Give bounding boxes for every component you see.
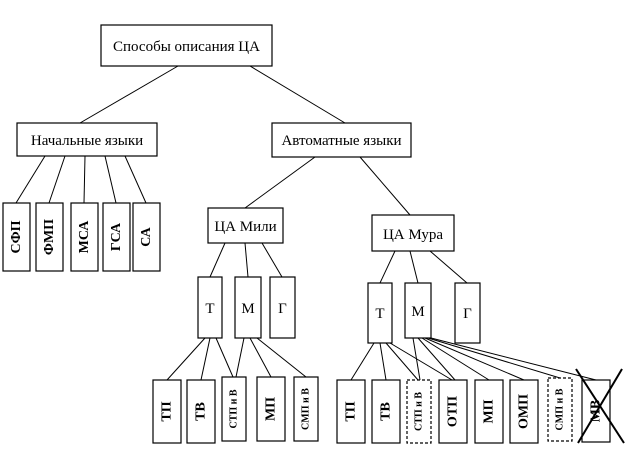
edge-mealy-t	[209, 242, 226, 278]
edge-moore-m-mv	[430, 337, 597, 381]
edge-moore-m-otp	[417, 337, 456, 381]
edge-moore-t-stp	[385, 342, 419, 381]
moore-leaf-omp-label: ОМП	[517, 394, 532, 429]
edge-root-automata	[249, 65, 346, 124]
moore-children: Т М Г	[367, 282, 481, 344]
mealy-leaf-mp: МП	[256, 376, 286, 442]
mealy-leaves: ТП ТВ СТП и В МП СМП и В	[152, 376, 319, 444]
initial-language-leaves: СФП ФМП МСА ГСА СА	[2, 202, 161, 272]
moore-leaf-stp-label: СТП и В	[414, 392, 425, 431]
moore-leaf-stp: СТП и В	[406, 379, 432, 444]
moore-leaves: ТП ТВ СТП и В ОТП МП ОМП СМП и В МВ	[336, 368, 625, 444]
mealy-leaf-stp: СТП и В	[221, 376, 247, 442]
leaf-sa-label: СА	[139, 226, 154, 246]
edge-mealy-t-tv	[200, 337, 211, 381]
edge-initial-msa	[83, 155, 86, 204]
mealy-g-label: Г	[278, 301, 287, 317]
automata-languages-node: Автоматные языки	[271, 122, 412, 158]
leaf-sfp-label: СФП	[9, 220, 24, 253]
mealy-leaf-smp-label: СМП и В	[301, 388, 312, 430]
mealy-children: Т М Г	[197, 276, 296, 339]
mealy-leaf-mp-label: МП	[264, 397, 279, 421]
moore-leaf-mp-label: МП	[482, 399, 497, 423]
leaf-fmp: ФМП	[35, 202, 64, 272]
leaf-gsa: ГСА	[102, 202, 131, 272]
moore-label: ЦА Мура	[383, 227, 443, 243]
moore-m-node: М	[404, 282, 432, 339]
edge-moore-g	[429, 250, 468, 284]
leaf-sfp: СФП	[2, 202, 31, 272]
mealy-leaf-smp: СМП и В	[293, 376, 319, 442]
moore-leaf-omp: ОМП	[509, 379, 539, 444]
moore-leaf-mp: МП	[474, 379, 504, 444]
mealy-label: ЦА Мили	[214, 219, 276, 235]
mealy-t-label: Т	[205, 301, 214, 317]
mealy-m-label: М	[241, 301, 254, 317]
moore-g-node: Г	[454, 282, 481, 344]
moore-node: ЦА Мура	[371, 214, 455, 252]
edge-initial-gsa	[104, 155, 117, 204]
mealy-node: ЦА Мили	[207, 207, 284, 244]
leaf-msa: МСА	[70, 202, 99, 272]
edge-moore-t-tp	[350, 342, 375, 381]
edge-moore-m-mp	[421, 337, 490, 381]
edge-moore-t	[379, 250, 396, 284]
edge-initial-sfp	[15, 155, 46, 204]
moore-leaf-tp: ТП	[336, 379, 366, 444]
leaf-msa-label: МСА	[77, 220, 92, 254]
root-label: Способы описания ЦА	[113, 39, 260, 55]
edge-mealy-t-tp	[166, 337, 206, 381]
edge-moore-m-omp	[424, 337, 525, 381]
moore-t-node: Т	[367, 282, 393, 344]
mealy-leaf-tp-label: ТП	[160, 401, 175, 421]
leaf-sa: СА	[132, 202, 161, 272]
edge-mealy-m-stp	[235, 337, 245, 378]
mealy-leaf-tv-label: ТВ	[194, 402, 209, 421]
leaf-fmp-label: ФМП	[42, 219, 57, 255]
mealy-leaf-stp-label: СТП и В	[229, 389, 240, 428]
edge-mealy-m	[244, 242, 249, 278]
moore-g-label: Г	[463, 306, 472, 322]
moore-leaf-otp-label: ОТП	[446, 396, 461, 427]
edge-mealy-t-stp	[215, 337, 234, 378]
moore-leaf-smp-label: СМП и В	[555, 388, 566, 430]
edge-initial-fmp	[48, 155, 66, 204]
edge-automata-moore	[359, 156, 411, 216]
edge-moore-t-tv	[379, 342, 387, 381]
edge-initial-sa	[124, 155, 147, 204]
edge-automata-mealy	[244, 156, 316, 209]
moore-leaf-otp: ОТП	[438, 379, 468, 444]
initial-languages-label: Начальные языки	[31, 133, 143, 149]
edge-moore-t-otp	[389, 342, 453, 381]
moore-leaf-mv: МВ	[575, 368, 625, 444]
mealy-g-node: Г	[269, 276, 296, 339]
mealy-m-node: М	[234, 276, 262, 339]
edge-moore-m-stp	[412, 337, 421, 381]
moore-leaf-smp: СМП и В	[547, 377, 573, 442]
mealy-leaf-tp: ТП	[152, 379, 182, 444]
moore-leaf-tp-label: ТП	[344, 401, 359, 421]
moore-leaf-tv: ТВ	[371, 379, 401, 444]
edge-moore-m-smp	[427, 337, 561, 379]
moore-t-label: Т	[375, 306, 384, 322]
automata-languages-label: Автоматные языки	[281, 133, 401, 149]
connectors	[15, 65, 597, 381]
mealy-t-node: Т	[197, 276, 223, 339]
moore-m-label: М	[411, 304, 424, 320]
edge-mealy-m-smp	[256, 337, 307, 378]
edge-mealy-g	[261, 242, 283, 278]
edge-moore-m	[409, 250, 419, 284]
edge-mealy-m-mp	[249, 337, 272, 378]
leaf-gsa-label: ГСА	[109, 222, 124, 251]
initial-languages-node: Начальные языки	[16, 122, 158, 157]
root-node: Способы описания ЦА	[100, 24, 273, 67]
mealy-leaf-tv: ТВ	[186, 379, 216, 444]
edge-root-initial	[79, 65, 179, 124]
moore-leaf-tv-label: ТВ	[379, 402, 394, 421]
cross-out-icon	[575, 368, 625, 444]
